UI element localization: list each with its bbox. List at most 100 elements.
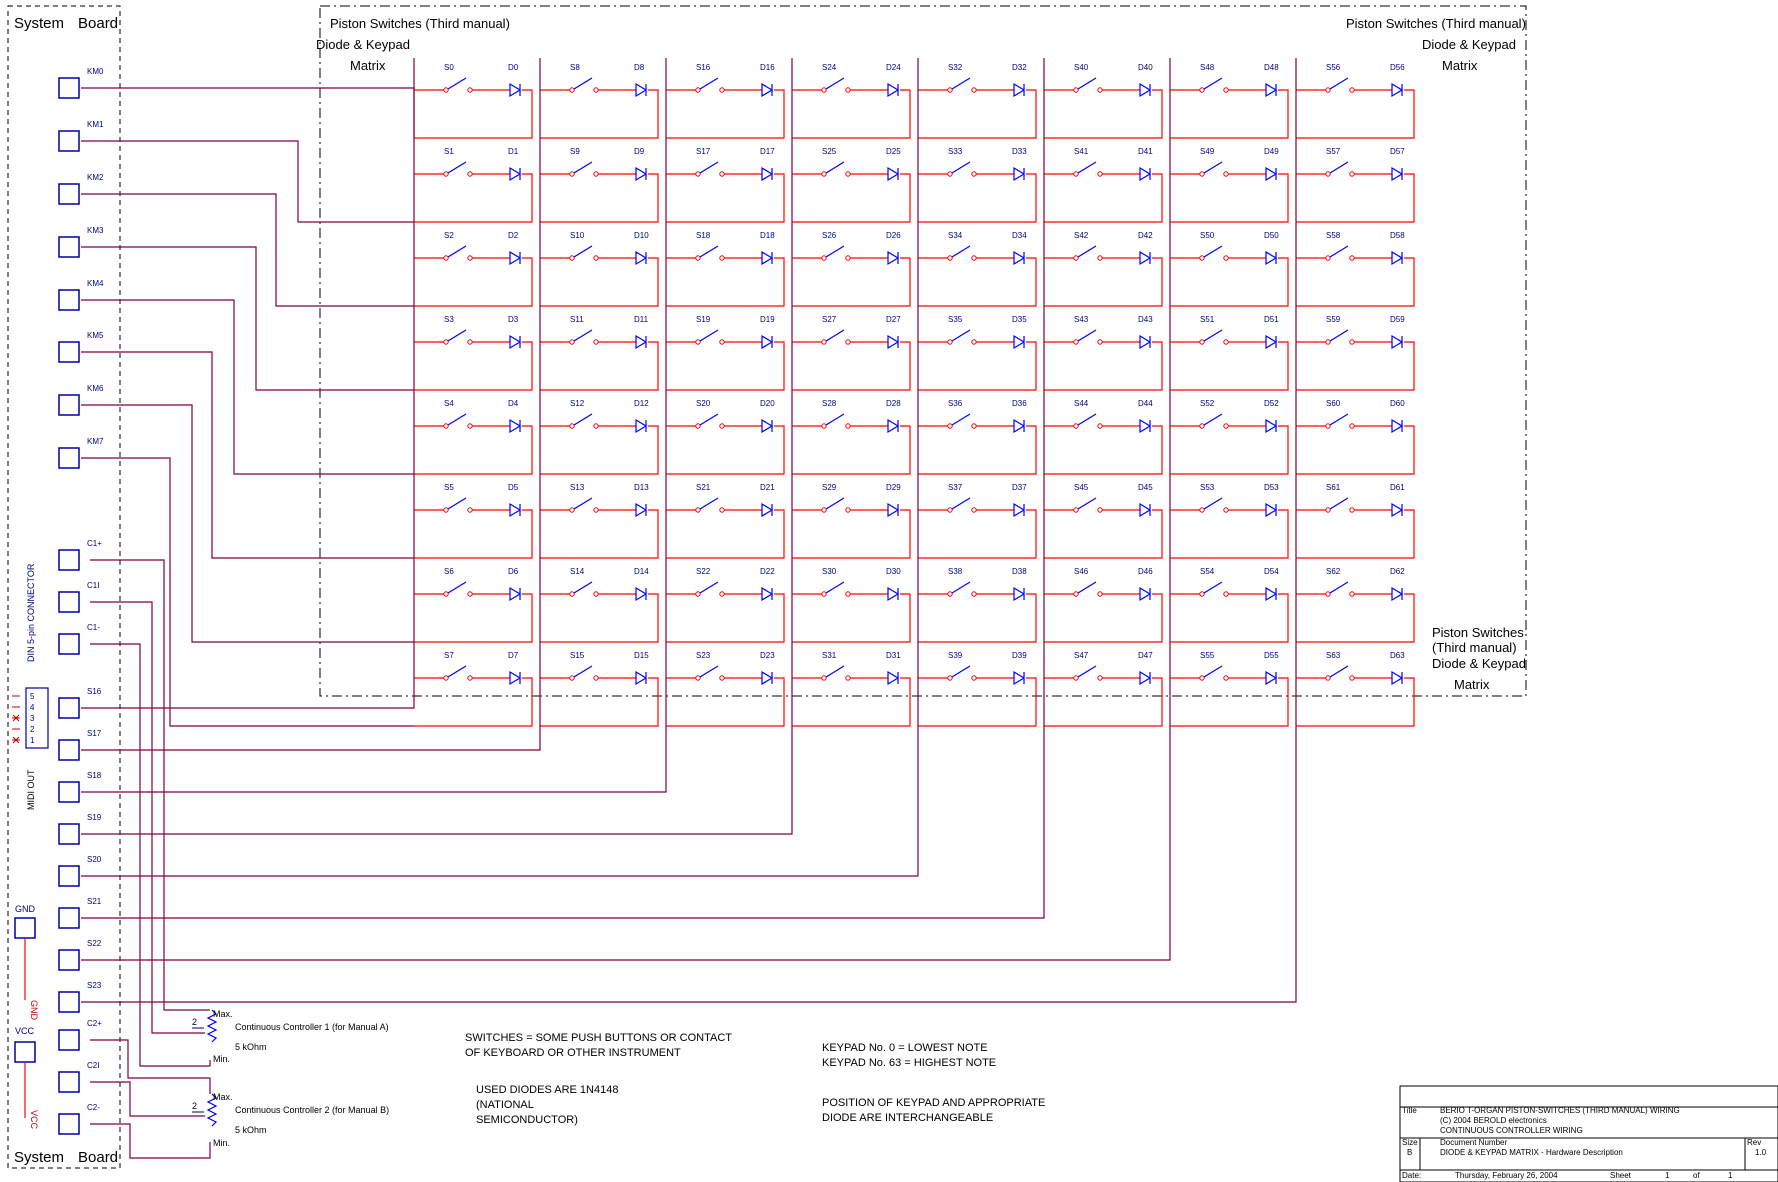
switch-label: S20 <box>696 399 711 408</box>
switch-lever <box>825 497 845 510</box>
matrix-wire <box>1296 89 1415 139</box>
column-s20-label: S20 <box>87 855 102 864</box>
diode-symbol <box>1265 586 1278 602</box>
switch-lever <box>447 581 467 594</box>
diode-label: D4 <box>508 399 519 408</box>
switch-contact <box>947 339 953 345</box>
matrix-title-bottom-4: Matrix <box>1454 677 1490 692</box>
diode-symbol <box>887 334 900 350</box>
svg-text:5 kOhm: 5 kOhm <box>235 1042 267 1052</box>
switch-contact <box>1073 423 1079 429</box>
matrix-wire <box>540 509 659 559</box>
column-s23-pad <box>58 991 80 1013</box>
switch-lever <box>951 497 971 510</box>
matrix-wire <box>540 341 659 391</box>
switch-lever <box>573 581 593 594</box>
row-km7-label: KM7 <box>87 437 104 446</box>
switch-label: S26 <box>822 231 837 240</box>
row-feed-wire <box>81 193 414 307</box>
row-feed-wire <box>81 351 414 559</box>
switch-label: S50 <box>1200 231 1215 240</box>
diode-symbol <box>1265 250 1278 266</box>
switch-contact <box>719 591 725 597</box>
switch-label: S27 <box>822 315 837 324</box>
diode-label: D58 <box>1390 231 1405 240</box>
diode-label: D10 <box>634 231 649 240</box>
diode-label: D24 <box>886 63 901 72</box>
controller-pin-4-pad <box>58 1071 80 1093</box>
switch-lever <box>1203 245 1223 258</box>
switch-lever <box>1329 581 1349 594</box>
diode-label: D7 <box>508 651 519 660</box>
diode-symbol <box>1013 418 1026 434</box>
switch-label: S56 <box>1326 63 1341 72</box>
switch-label: S32 <box>948 63 963 72</box>
switch-contact <box>1097 423 1103 429</box>
switch-label: S17 <box>696 147 711 156</box>
system-board-boundary <box>7 5 121 1169</box>
matrix-wire <box>1170 509 1289 559</box>
svg-text:CONTINUOUS CONTROLLER WIRING: CONTINUOUS CONTROLLER WIRING <box>1440 1126 1583 1135</box>
switch-contact <box>1073 591 1079 597</box>
switch-lever <box>699 77 719 90</box>
switch-lever <box>699 497 719 510</box>
diode-label: D12 <box>634 399 649 408</box>
diode-symbol <box>635 670 648 686</box>
switch-label: S36 <box>948 399 963 408</box>
switch-contact <box>845 591 851 597</box>
matrix-wire <box>414 89 533 139</box>
diode-label: D14 <box>634 567 649 576</box>
matrix-wire <box>1044 677 1163 727</box>
diode-label: D50 <box>1264 231 1279 240</box>
diode-label: D1 <box>508 147 519 156</box>
note-switches-2: OF KEYBOARD OR OTHER INSTRUMENT <box>465 1047 681 1059</box>
matrix-wire <box>1044 173 1163 223</box>
svg-text:(C) 2004 BEROLD electronics: (C) 2004 BEROLD electronics <box>1440 1116 1547 1125</box>
switch-lever <box>825 581 845 594</box>
switch-lever <box>1077 581 1097 594</box>
switch-lever <box>1077 329 1097 342</box>
diode-label: D37 <box>1012 483 1027 492</box>
switch-lever <box>573 329 593 342</box>
diode-label: D16 <box>760 63 775 72</box>
switch-lever <box>699 581 719 594</box>
column-s19-label: S19 <box>87 813 102 822</box>
switch-label: S28 <box>822 399 837 408</box>
matrix-wire <box>1044 425 1163 475</box>
diode-symbol <box>1013 82 1026 98</box>
switch-contact <box>1097 339 1103 345</box>
switch-label: S53 <box>1200 483 1215 492</box>
switch-contact <box>593 339 599 345</box>
note-diodes-1: USED DIODES ARE 1N4148 <box>476 1084 618 1096</box>
switch-contact <box>1223 171 1229 177</box>
switch-label: S60 <box>1326 399 1341 408</box>
switch-label: S3 <box>444 315 454 324</box>
switch-lever <box>825 245 845 258</box>
diode-label: D46 <box>1138 567 1153 576</box>
matrix-wire <box>666 173 785 223</box>
switch-label: S57 <box>1326 147 1341 156</box>
diode-symbol <box>761 502 774 518</box>
matrix-wire <box>666 425 785 475</box>
diode-label: D8 <box>634 63 645 72</box>
switch-contact <box>1325 171 1331 177</box>
switch-contact <box>719 675 725 681</box>
switch-contact <box>1223 423 1229 429</box>
switch-label: S13 <box>570 483 585 492</box>
switch-contact <box>719 87 725 93</box>
switch-lever <box>447 497 467 510</box>
diode-label: D61 <box>1390 483 1405 492</box>
matrix-wire <box>1044 509 1163 559</box>
switch-lever <box>447 665 467 678</box>
switch-lever <box>951 413 971 426</box>
matrix-wire <box>918 425 1037 475</box>
switch-contact <box>467 87 473 93</box>
switch-label: S2 <box>444 231 454 240</box>
row-km5-label: KM5 <box>87 331 104 340</box>
switch-contact <box>845 255 851 261</box>
column-s17-pad <box>58 739 80 761</box>
matrix-wire <box>666 677 785 727</box>
switch-contact <box>719 171 725 177</box>
diode-label: D17 <box>760 147 775 156</box>
switch-lever <box>1329 497 1349 510</box>
